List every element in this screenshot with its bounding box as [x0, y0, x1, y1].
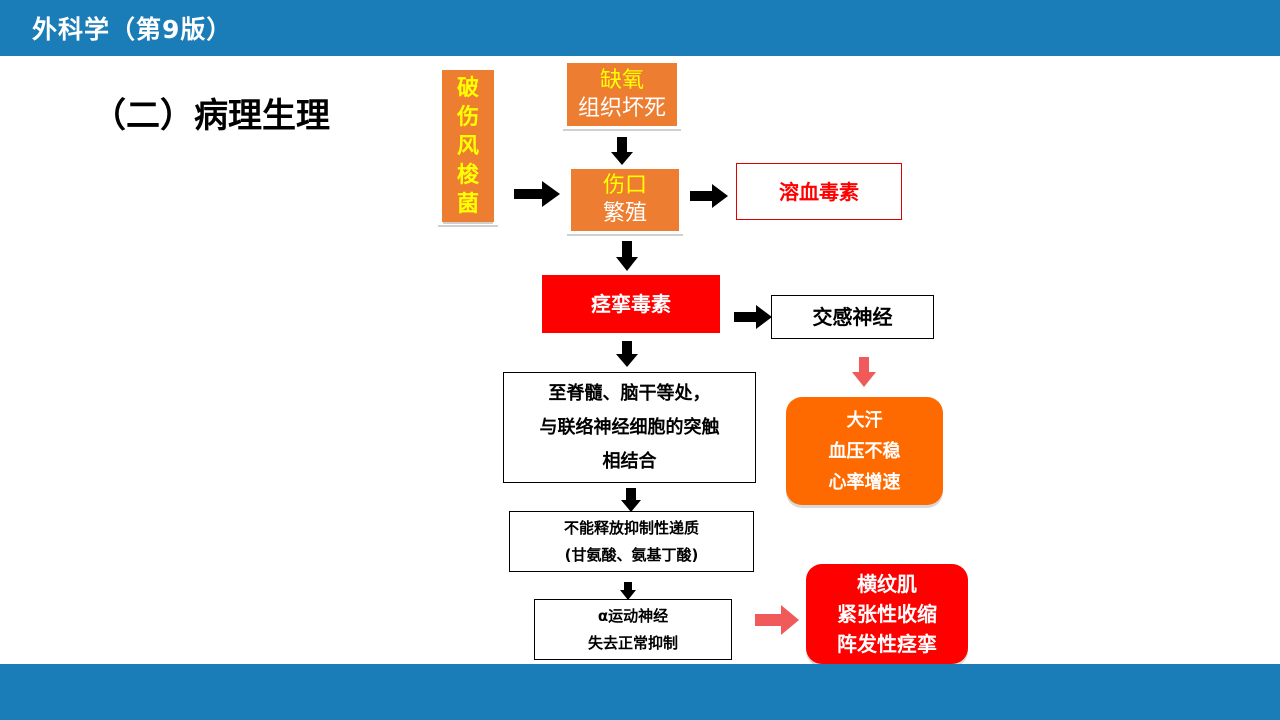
arrow-motor-to-muscle — [755, 605, 799, 635]
hemolysin-label: 溶血毒素 — [779, 179, 859, 204]
arrow-sympathetic-to-effects — [852, 357, 876, 387]
effect-heart-rate: 心率增速 — [828, 471, 901, 493]
effect-tonic-contraction: 紧张性收缩 — [837, 602, 937, 626]
arrow-toxin-to-sympathetic — [734, 305, 772, 329]
muscle-effects-box: 横纹肌 紧张性收缩 阵发性痉挛 — [806, 564, 968, 664]
motor-line-2: 失去正常抑制 — [587, 633, 678, 652]
wound-underline — [567, 234, 683, 236]
motor-box: α运动神经 失去正常抑制 — [534, 599, 732, 660]
wound-box: 伤口 繁殖 — [571, 169, 679, 231]
effect-blood-pressure: 血压不稳 — [828, 440, 901, 462]
inhibition-box: 不能释放抑制性递质 (甘氨酸、氨基丁酸) — [509, 511, 754, 572]
sympathetic-effects-box: 大汗 血压不稳 心率增速 — [786, 397, 943, 505]
book-title: 外科学（第9版） — [32, 15, 233, 44]
arrow-cause-to-wound — [514, 181, 560, 207]
motor-line-1: α运动神经 — [597, 606, 669, 625]
tetanospasmin-label: 痉挛毒素 — [591, 292, 671, 316]
arrow-wound-to-hemolysin — [690, 184, 728, 208]
binding-box: 至脊髓、脑干等处， 与联络神经细胞的突触 相结合 — [503, 372, 756, 483]
necrosis-label: 组织坏死 — [577, 95, 666, 121]
cause-box: 破伤风梭菌 — [442, 70, 494, 222]
hypoxia-box: 缺氧 组织坏死 — [567, 63, 677, 126]
arrow-inhibition-to-motor — [620, 582, 636, 600]
effect-paroxysmal-spasm: 阵发性痉挛 — [837, 632, 937, 656]
binding-line-3: 相结合 — [602, 450, 657, 472]
cause-underline — [438, 225, 498, 227]
effect-sweating: 大汗 — [846, 409, 883, 431]
hypoxia-label: 缺氧 — [599, 67, 644, 93]
arrow-toxin-to-binding — [616, 341, 638, 367]
sympathetic-label: 交感神经 — [812, 305, 893, 329]
reproduce-label: 繁殖 — [602, 201, 647, 226]
hypoxia-underline — [563, 129, 681, 131]
sympathetic-box: 交感神经 — [771, 295, 934, 339]
footer-bar — [0, 664, 1280, 720]
wound-label: 伤口 — [602, 173, 647, 198]
effect-striated-muscle: 横纹肌 — [857, 572, 917, 596]
binding-line-2: 与联络神经细胞的突触 — [539, 416, 720, 438]
tetanospasmin-box: 痉挛毒素 — [542, 275, 720, 333]
header-bar: 外科学（第9版） — [0, 0, 1280, 56]
arrow-binding-to-inhibition — [621, 488, 641, 512]
cause-text: 破伤风梭菌 — [456, 75, 479, 217]
inhibition-line-1: 不能释放抑制性递质 — [563, 518, 699, 537]
arrow-hypoxia-to-wound — [611, 137, 633, 165]
binding-line-1: 至脊髓、脑干等处， — [548, 382, 711, 404]
inhibition-line-2: (甘氨酸、氨基丁酸) — [564, 545, 699, 564]
section-title: （二）病理生理 — [92, 96, 330, 136]
hemolysin-box: 溶血毒素 — [736, 163, 902, 220]
arrow-wound-to-toxin — [616, 241, 638, 271]
